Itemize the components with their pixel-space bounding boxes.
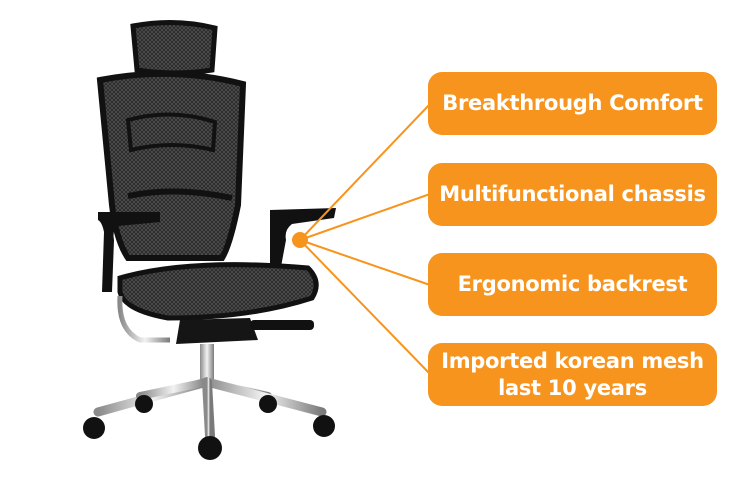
- callout-breakthrough-comfort: Breakthrough Comfort: [428, 72, 717, 135]
- chair-backrest: [96, 70, 247, 261]
- chair-gas-lift: [200, 344, 214, 380]
- callout-label: Ergonomic backrest: [457, 272, 688, 296]
- chair-mechanism: [117, 295, 314, 344]
- chair-base: [93, 377, 327, 441]
- chair-casters: [83, 395, 335, 460]
- chair-left-armrest: [98, 212, 160, 292]
- callout-multifunctional-chassis: Multifunctional chassis: [428, 163, 717, 226]
- office-chair-image: [83, 19, 336, 460]
- callout-imported-korean-mesh: Imported korean mesh last 10 years: [428, 343, 717, 406]
- chair-seat: [117, 262, 319, 321]
- callout-ergonomic-backrest: Ergonomic backrest: [428, 253, 717, 316]
- callout-label: Imported korean mesh last 10 years: [441, 348, 704, 400]
- callout-label: Breakthrough Comfort: [442, 91, 703, 115]
- callout-label: Multifunctional chassis: [439, 182, 706, 206]
- chair-right-armrest: [270, 208, 336, 272]
